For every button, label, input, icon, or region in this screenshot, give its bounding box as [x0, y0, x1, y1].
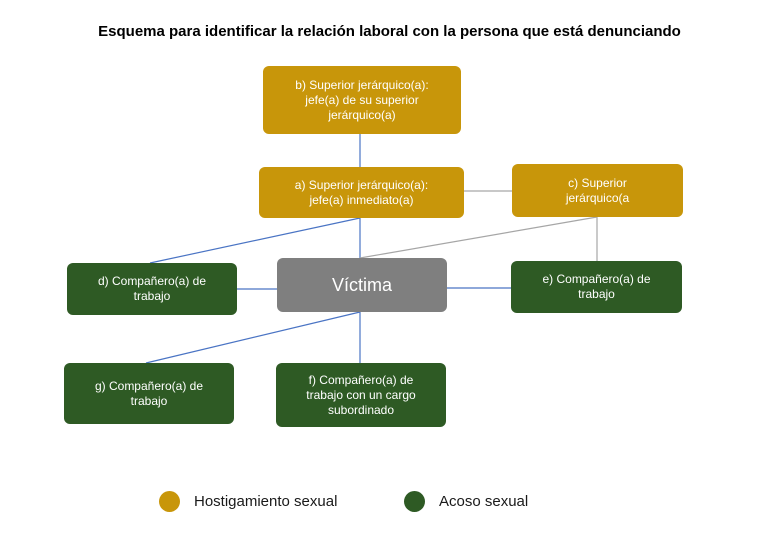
- node-victima: Víctima: [277, 258, 447, 312]
- connector-a-d: [149, 217, 361, 264]
- legend-dot-acoso: [404, 491, 425, 512]
- node-f-companero-subordinado: f) Compañero(a) de trabajo con un cargo …: [276, 363, 446, 427]
- node-d-companero-trabajo: d) Compañero(a) de trabajo: [67, 263, 237, 315]
- legend-label-hostigamiento: Hostigamiento sexual: [194, 493, 338, 510]
- node-b-superior-jefe-de-superior: b) Superior jerárquico(a): jefe(a) de su…: [263, 66, 461, 134]
- legend-dot-hostigamiento: [159, 491, 180, 512]
- connector-victima-g: [145, 311, 361, 364]
- connector-c-victima: [359, 216, 598, 259]
- diagram-title: Esquema para identificar la relación lab…: [98, 23, 681, 40]
- legend-item-hostigamiento: Hostigamiento sexual: [159, 491, 337, 512]
- node-c-superior-jerarquico: c) Superior jerárquico(a: [512, 164, 683, 217]
- node-a-superior-jefe-inmediato: a) Superior jerárquico(a): jefe(a) inmed…: [259, 167, 464, 218]
- node-g-companero-trabajo: g) Compañero(a) de trabajo: [64, 363, 234, 424]
- legend-item-acoso: Acoso sexual: [404, 491, 528, 512]
- legend-label-acoso: Acoso sexual: [439, 493, 529, 510]
- node-e-companero-trabajo: e) Compañero(a) de trabajo: [511, 261, 682, 313]
